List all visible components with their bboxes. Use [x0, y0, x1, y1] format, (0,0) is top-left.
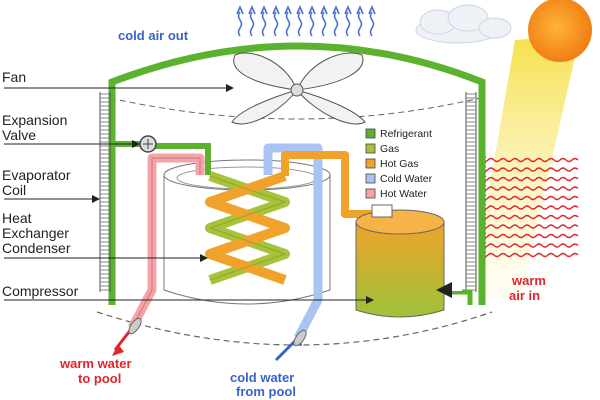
- cold-water-caption-1: cold water: [230, 370, 294, 385]
- label-evaporator-coil-2: Coil: [2, 182, 26, 198]
- cold-air-arrowhead: [248, 4, 256, 15]
- label-fan: Fan: [2, 69, 26, 85]
- legend-swatch-hot-water: [365, 188, 376, 199]
- cold-air-arrow: [237, 11, 243, 37]
- warm-air-wave: [481, 157, 579, 163]
- warm-air-wave: [481, 214, 579, 220]
- cold-air-arrows: [236, 4, 376, 37]
- cold-air-arrowhead: [236, 4, 244, 15]
- warm-air-wave: [481, 176, 579, 182]
- cold-air-arrow: [357, 11, 363, 37]
- cold-air-arrowhead: [284, 4, 292, 15]
- cold-water-caption-2: from pool: [236, 384, 296, 399]
- legend-swatch-refrigerant: [365, 128, 376, 139]
- legend-label-cold-water: Cold Water: [380, 173, 433, 185]
- fan-icon: [231, 52, 366, 125]
- cold-air-arrowhead: [344, 4, 352, 15]
- hot-gas-line: [281, 151, 378, 218]
- hot-water-pipe-edge: [131, 157, 201, 329]
- label-expansion-valve-1: Expansion: [2, 112, 67, 128]
- cold-air-arrowhead: [332, 4, 340, 15]
- heat-exchanger-coil: [205, 171, 290, 285]
- label-heat-exchanger-3: Condenser: [2, 240, 71, 256]
- cold-air-arrowhead: [308, 4, 316, 15]
- legend-swatch-cold-water: [365, 173, 376, 184]
- warm-air-wave: [481, 167, 579, 172]
- legend-label-refrigerant: Refrigerant: [380, 128, 432, 140]
- cold-air-arrowhead: [320, 4, 328, 15]
- cold-air-arrow: [309, 11, 315, 37]
- cold-air-arrow: [297, 11, 303, 37]
- cold-air-arrowhead: [296, 4, 304, 15]
- warm-air-in-caption-2: air in: [509, 288, 540, 303]
- cold-air-arrow: [345, 11, 351, 37]
- warm-air-wave: [481, 224, 579, 229]
- warm-air-wave: [481, 252, 579, 258]
- legend-label-gas: Gas: [380, 143, 399, 155]
- housing-frame: [108, 42, 486, 305]
- compressor-return-line: [444, 289, 473, 305]
- legend-swatch-hot-gas: [365, 158, 376, 169]
- warm-water-outlet: [112, 317, 142, 356]
- warm-air-wave: [481, 195, 579, 201]
- legend: Refrigerant Gas Hot Gas Cold Water Hot W…: [365, 128, 433, 200]
- cold-air-arrow: [333, 11, 339, 37]
- housing-top-dash: [109, 97, 481, 120]
- evaporator-coil-left: [99, 92, 111, 292]
- label-compressor: Compressor: [2, 283, 79, 299]
- component-labels: Fan Expansion Valve Evaporator Coil Heat…: [2, 69, 374, 304]
- legend-label-hot-gas: Hot Gas: [380, 158, 419, 170]
- valve-icon: [139, 135, 157, 153]
- cold-air-arrow: [321, 11, 327, 37]
- legend-swatch-gas: [365, 143, 376, 154]
- compressor-icon: [355, 204, 445, 318]
- cold-air-arrow: [261, 11, 267, 37]
- warm-air-wave: [481, 186, 579, 191]
- cold-air-arrowhead: [260, 4, 268, 15]
- cloud-icon: [415, 4, 512, 44]
- warm-air-wave: [481, 205, 579, 210]
- warm-air-in-caption-1: warm: [511, 273, 546, 288]
- cold-water-pipe: [263, 143, 323, 341]
- sun-icon: [528, 0, 592, 62]
- cold-water-inlet: [274, 329, 307, 362]
- cold-air-out-caption: cold air out: [118, 28, 189, 43]
- cold-air-arrow: [285, 11, 291, 37]
- cold-air-arrow: [249, 11, 255, 37]
- legend-label-hot-water: Hot Water: [380, 188, 427, 200]
- warm-air-wave: [481, 243, 579, 248]
- label-heat-exchanger-2: Exchanger: [2, 225, 69, 241]
- warm-water-caption-2: to pool: [78, 371, 121, 386]
- cold-air-arrow: [369, 11, 375, 37]
- cold-air-arrowhead: [368, 4, 376, 15]
- warm-air-wave: [481, 233, 579, 239]
- sun-beam: [470, 35, 580, 300]
- cold-air-arrow: [273, 11, 279, 37]
- label-evaporator-coil-1: Evaporator: [2, 167, 71, 183]
- cold-air-arrowhead: [272, 4, 280, 15]
- evaporator-coil-right: [465, 92, 477, 292]
- warm-water-caption-1: warm water: [59, 356, 132, 371]
- cold-air-arrowhead: [356, 4, 364, 15]
- label-expansion-valve-2: Valve: [2, 127, 36, 143]
- label-heat-exchanger-1: Heat: [2, 210, 32, 226]
